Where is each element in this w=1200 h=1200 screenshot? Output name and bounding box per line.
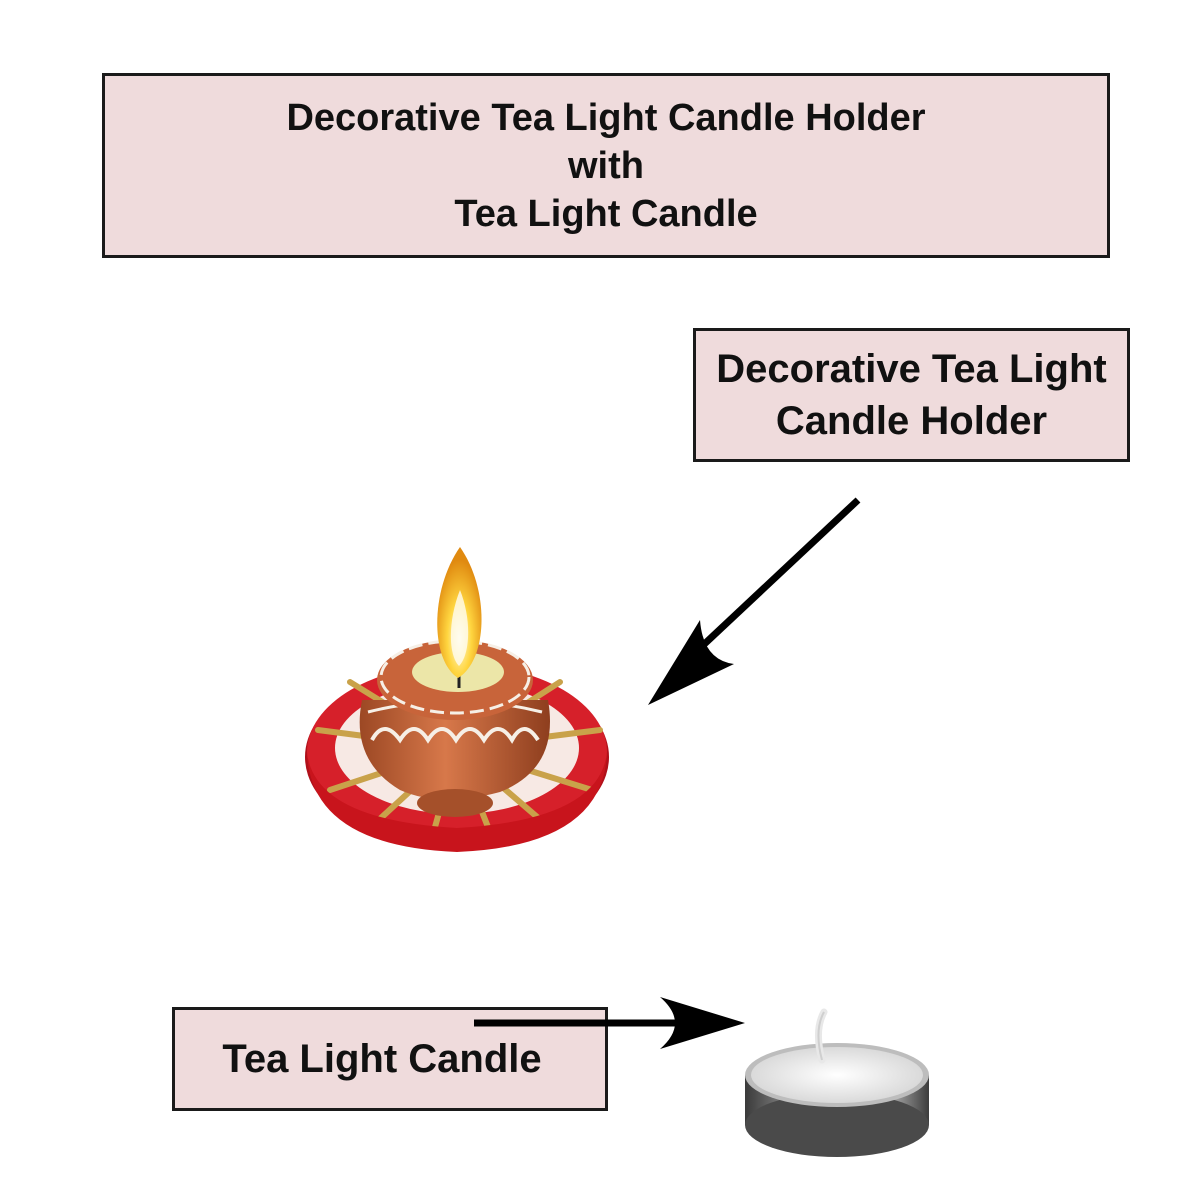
holder-label-box: Decorative Tea Light Candle Holder <box>693 328 1130 462</box>
holder-arrow-icon <box>648 497 861 705</box>
candle-label: Tea Light Candle <box>222 1036 542 1081</box>
holder-label-line-1: Decorative Tea Light <box>716 347 1107 391</box>
diya-candle-holder-icon <box>305 547 609 852</box>
holder-label-line-2: Candle Holder <box>775 399 1048 443</box>
title-box: Decorative Tea Light Candle Holder with … <box>102 73 1110 258</box>
title-line-1: Decorative Tea Light Candle Holder <box>286 96 926 139</box>
candle-arrow-icon <box>474 997 745 1049</box>
candle-label-box: Tea Light Candle <box>172 1007 608 1111</box>
title-line-3: Tea Light Candle <box>454 192 758 235</box>
title-line-2: with <box>568 144 644 187</box>
tea-light-candle-icon <box>745 1008 929 1157</box>
